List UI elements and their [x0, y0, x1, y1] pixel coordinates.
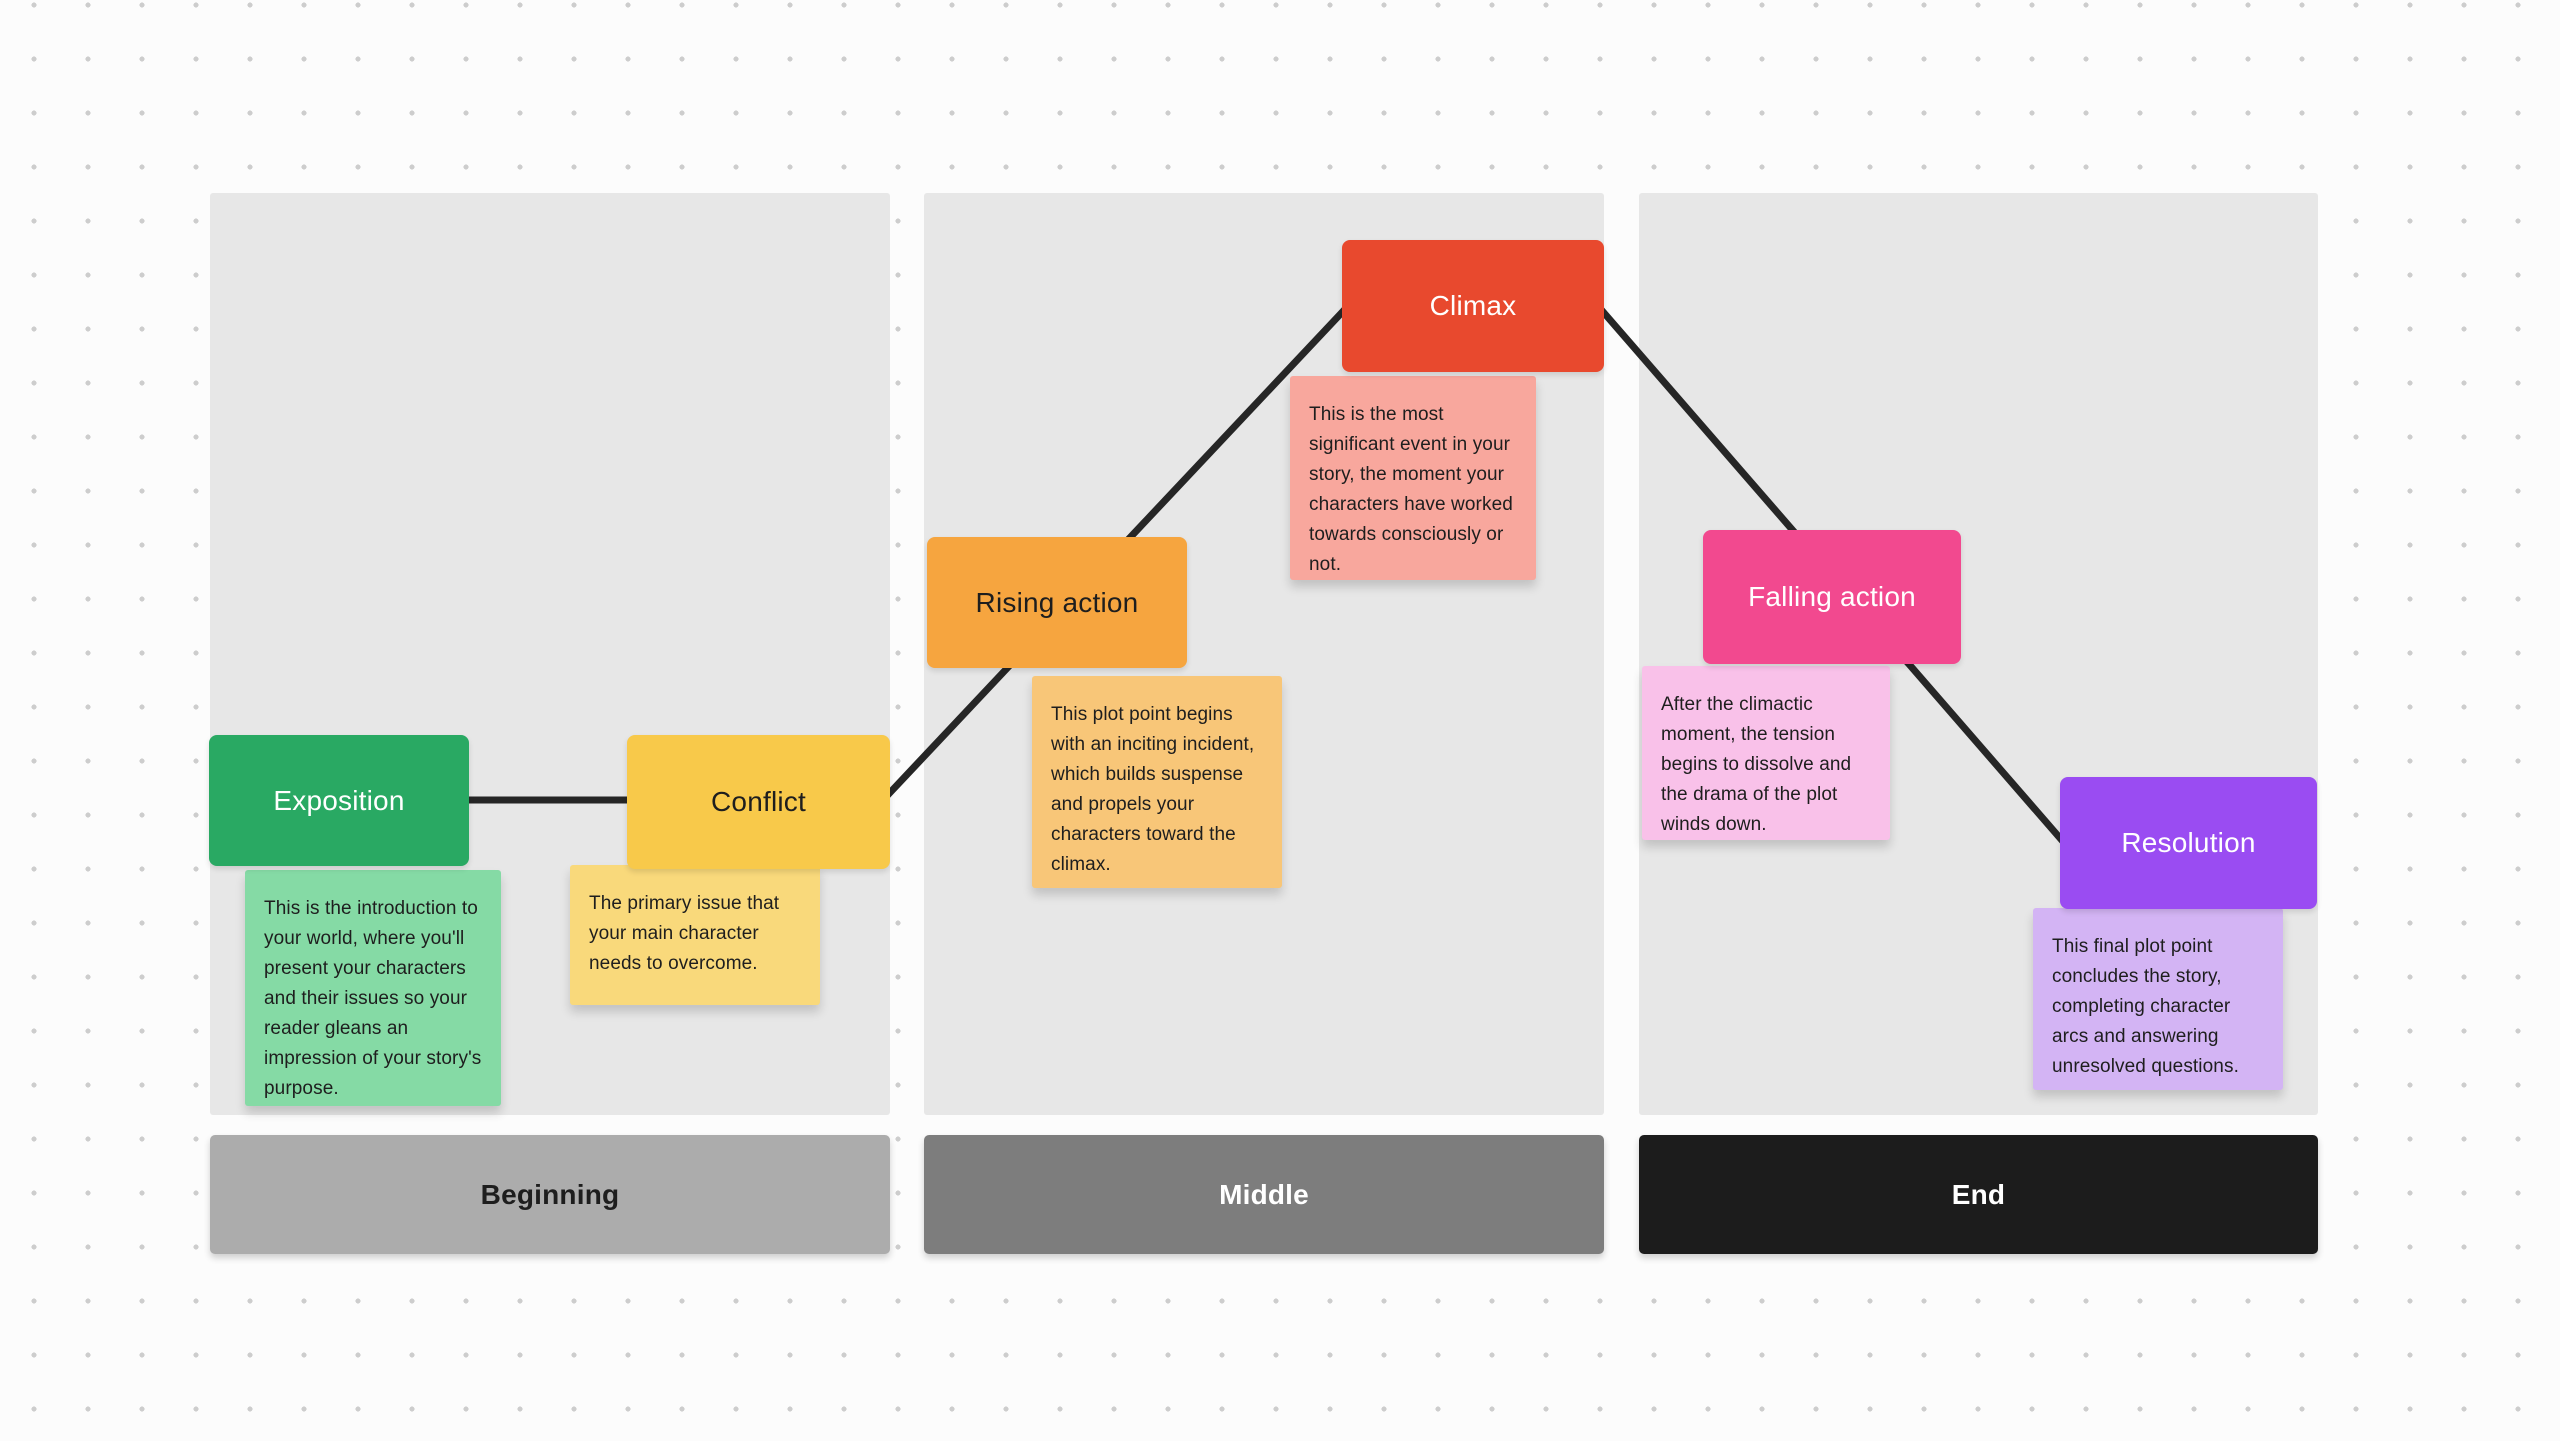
stage-box-falling-action[interactable]: Falling action — [1703, 530, 1961, 664]
sticky-note-rising-action[interactable]: This plot point begins with an inciting … — [1032, 676, 1282, 888]
timeline-bar-end[interactable]: End — [1639, 1135, 2318, 1254]
sticky-note-exposition[interactable]: This is the introduction to your world, … — [245, 870, 501, 1106]
stage-label-falling-action: Falling action — [1748, 581, 1916, 612]
timeline-bar-end-label: End — [1951, 1178, 2006, 1210]
stage-box-conflict[interactable]: Conflict — [627, 735, 890, 869]
stage-label-climax: Climax — [1429, 290, 1517, 321]
stage-label-resolution: Resolution — [2121, 827, 2256, 858]
stage-box-rising-action[interactable]: Rising action — [927, 537, 1187, 668]
timeline-bar-beginning-label: Beginning — [480, 1178, 620, 1210]
sticky-note-resolution[interactable]: This final plot point concludes the stor… — [2033, 908, 2283, 1090]
sticky-note-climax[interactable]: This is the most significant event in yo… — [1290, 376, 1536, 580]
stage-label-exposition: Exposition — [273, 784, 405, 816]
stage-label-rising-action: Rising action — [975, 586, 1139, 618]
timeline-bar-beginning[interactable]: Beginning — [210, 1135, 890, 1254]
stage-label-conflict: Conflict — [711, 786, 806, 817]
timeline-bar-middle[interactable]: Middle — [924, 1135, 1604, 1254]
sticky-note-conflict[interactable]: The primary issue that your main charact… — [570, 865, 820, 1005]
stage-box-resolution[interactable]: Resolution — [2060, 777, 2317, 909]
stage-box-exposition[interactable]: Exposition — [209, 735, 469, 866]
sticky-note-falling-action[interactable]: After the climactic moment, the tension … — [1642, 666, 1890, 840]
stage-box-climax[interactable]: Climax — [1342, 240, 1604, 372]
timeline-bar-middle-label: Middle — [1219, 1178, 1309, 1210]
